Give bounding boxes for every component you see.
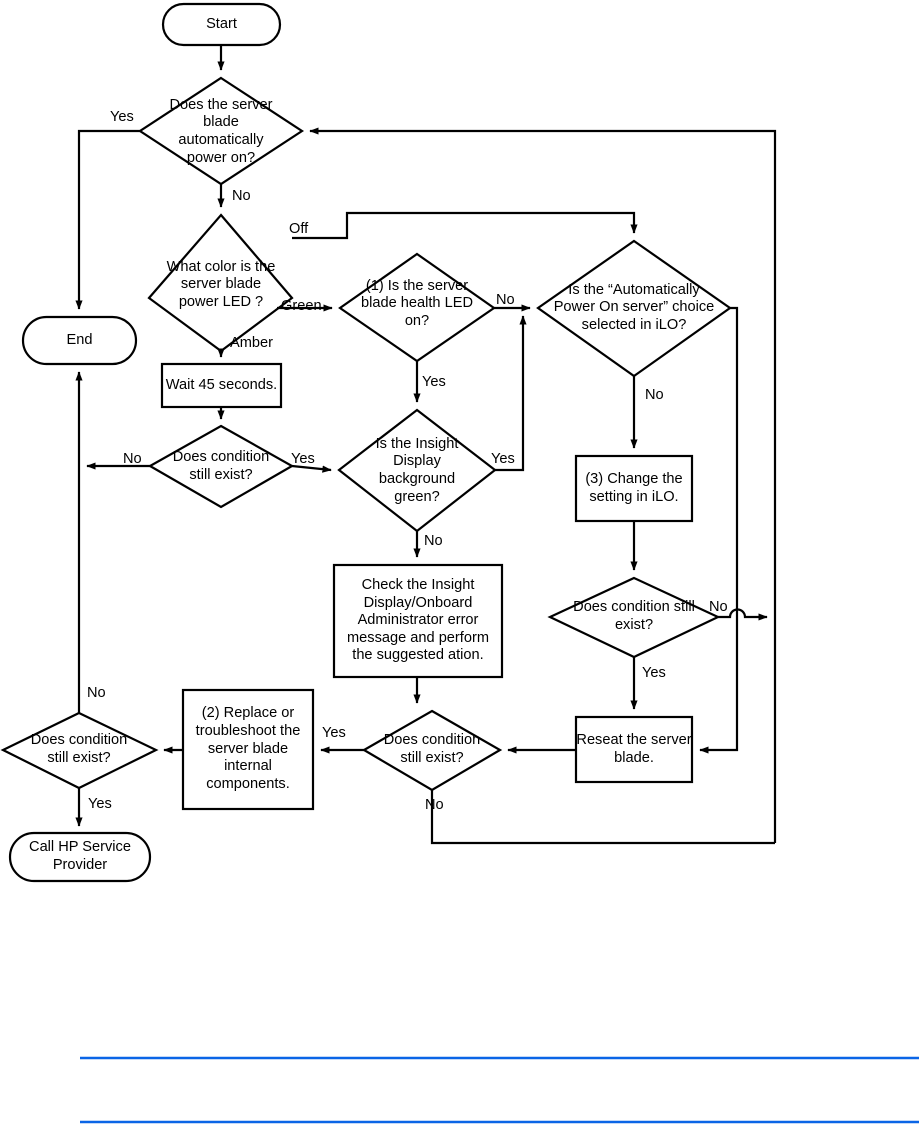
node-health-led-shape xyxy=(338,252,496,363)
edge-label-final-no: No xyxy=(87,685,106,701)
edge-label-led-off: Off xyxy=(289,221,309,237)
edge-ilo-cond-no-to-outer-rail xyxy=(718,608,768,621)
node-auto-power-shape xyxy=(137,76,305,186)
node-insight-green-shape xyxy=(337,408,497,533)
edge-label-health-yes: Yes xyxy=(422,374,446,390)
node-reseat-shape xyxy=(574,715,694,784)
edge-auto-power-yes-to-end xyxy=(75,129,140,310)
edge-label-auto-power-yes: Yes xyxy=(110,109,134,125)
edge-insight-yes-to-ilo-choice xyxy=(495,315,527,472)
node-led-color-shape xyxy=(147,213,294,353)
edge-check-cond-no-to-outer-rail xyxy=(430,790,775,845)
edge-label-ilo-cond-yes: Yes xyxy=(642,665,666,681)
node-ilo-choice-shape xyxy=(536,239,732,378)
edge-label-final-yes: Yes xyxy=(88,796,112,812)
node-replace-internal-shape xyxy=(181,688,315,811)
edge-outer-right-rail-to-auto-power xyxy=(309,127,777,843)
edge-label-ilo-cond-no: No xyxy=(709,599,728,615)
node-wait45-shape xyxy=(160,362,283,409)
edge-label-wait-cond-no: No xyxy=(123,451,142,467)
edge-ilo-yes-to-reseat xyxy=(699,306,739,754)
node-start-shape xyxy=(161,2,282,47)
node-cond-after-check-shape xyxy=(361,709,503,792)
node-check-insight-shape xyxy=(332,563,504,679)
edge-label-check-cond-yes: Yes xyxy=(322,725,346,741)
node-change-ilo-shape xyxy=(574,454,694,523)
edge-label-insight-no: No xyxy=(424,533,443,549)
node-call-hp-shape xyxy=(8,831,152,883)
edge-label-insight-yes: Yes xyxy=(491,451,515,467)
node-cond-after-ilo-shape xyxy=(547,576,721,659)
edge-label-auto-power-no: No xyxy=(232,188,251,204)
edge-label-health-no: No xyxy=(496,292,515,308)
edge-label-check-cond-no: No xyxy=(425,797,444,813)
edge-cond-after-wait-yes-to-insight xyxy=(291,464,332,473)
node-end-shape xyxy=(21,315,138,366)
edge-led-off-to-ilo-choice xyxy=(292,211,638,240)
edge-label-ilo-no: No xyxy=(645,387,664,403)
node-cond-after-wait-shape xyxy=(147,424,295,509)
edge-label-wait-cond-yes: Yes xyxy=(291,451,315,467)
edge-label-led-amber: Amber xyxy=(230,335,273,351)
edge-label-led-green: Green xyxy=(281,298,322,314)
node-cond-final-shape xyxy=(0,711,159,790)
